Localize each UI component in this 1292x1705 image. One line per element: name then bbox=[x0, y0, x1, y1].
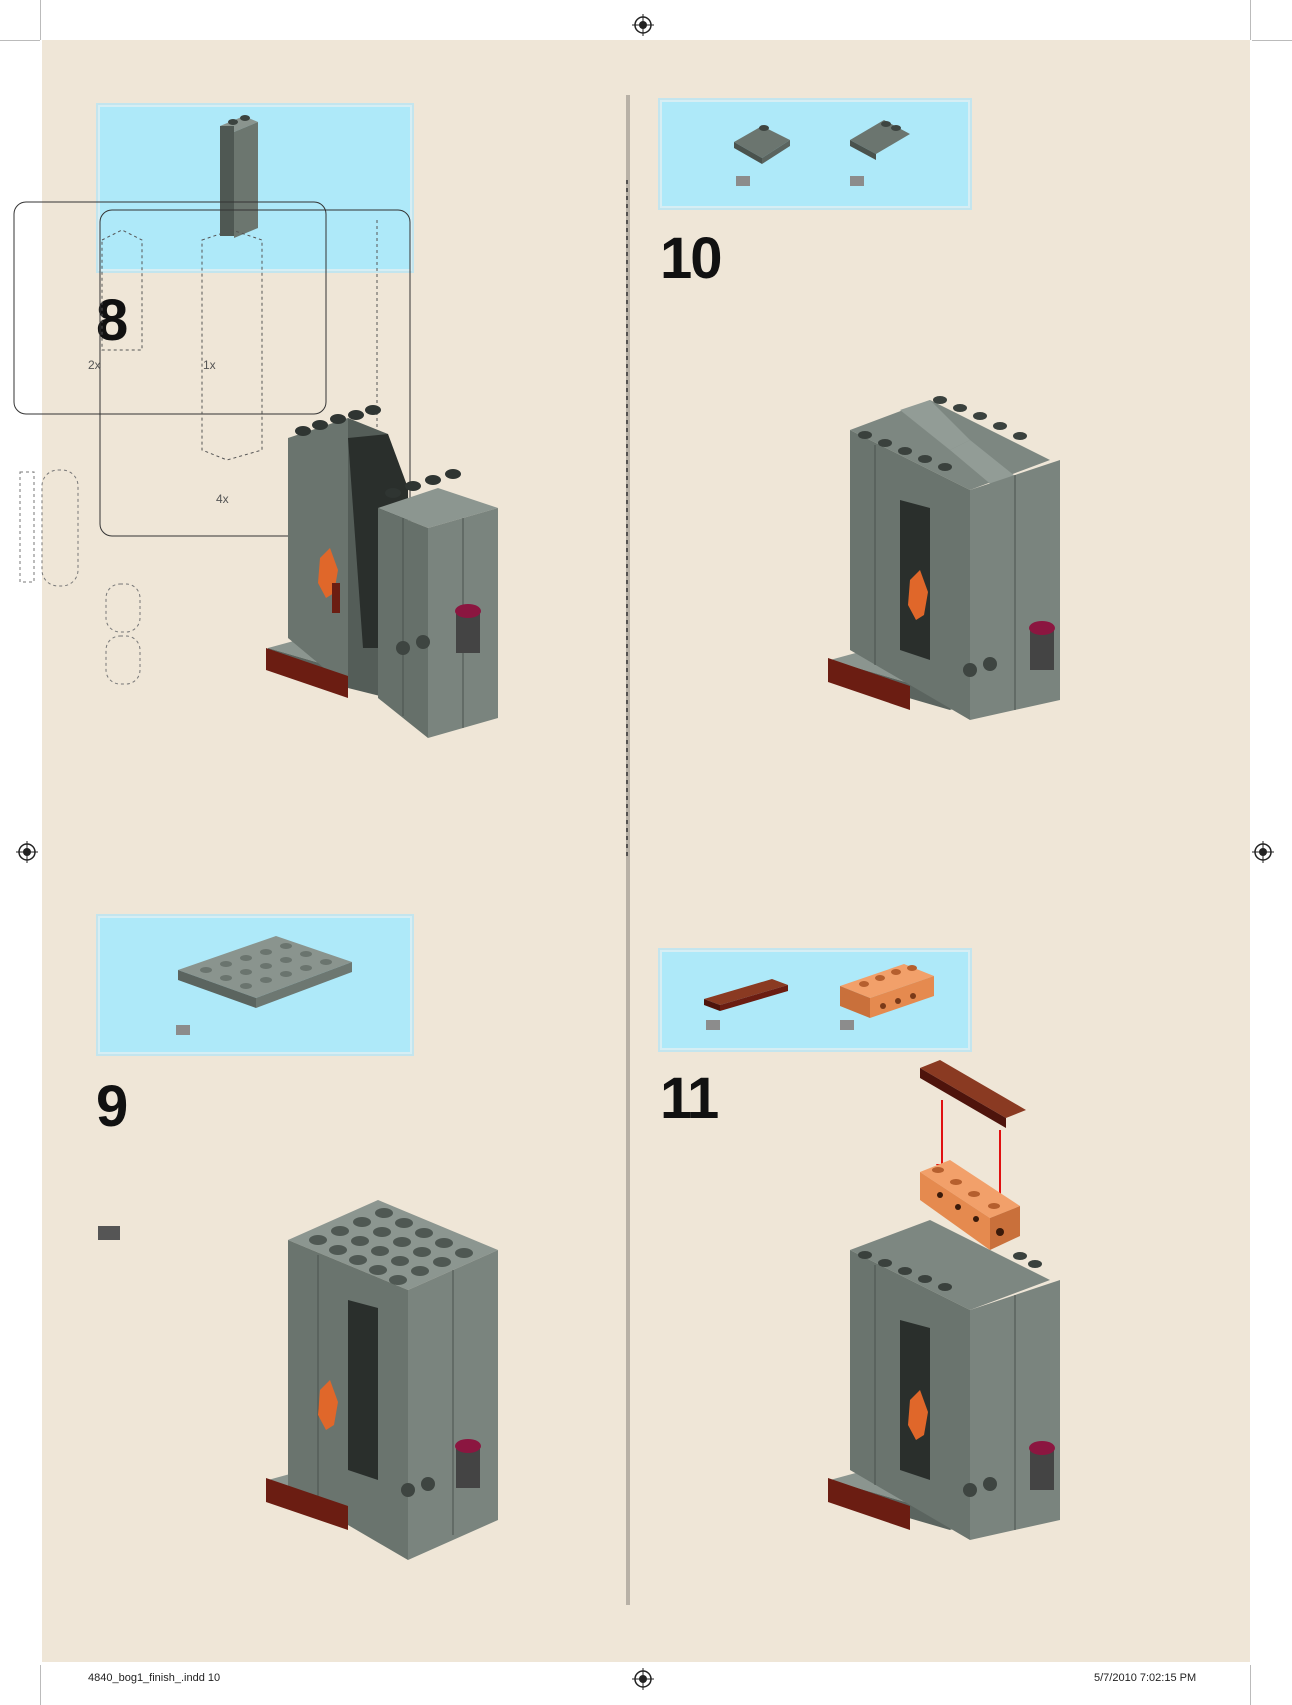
slope-brick-part-icon bbox=[848, 114, 918, 164]
quantity-label bbox=[850, 176, 864, 186]
crop-mark bbox=[1250, 1665, 1251, 1705]
page-number bbox=[98, 1226, 120, 1240]
ghost-step-number bbox=[104, 582, 144, 692]
model-step-9 bbox=[268, 1190, 528, 1610]
registration-mark-icon bbox=[16, 841, 38, 863]
quantity-label bbox=[840, 1020, 854, 1030]
quantity-label bbox=[706, 1020, 720, 1030]
model-step-8 bbox=[268, 398, 528, 788]
model-step-11 bbox=[830, 1060, 1090, 1610]
ghost-label: 4x bbox=[216, 492, 229, 506]
step-number: 9 bbox=[96, 1078, 126, 1136]
registration-mark-icon bbox=[632, 1668, 654, 1690]
crop-mark bbox=[40, 0, 41, 40]
quantity-label bbox=[176, 1025, 190, 1035]
fold-line bbox=[625, 180, 629, 860]
footer-filename: 4840_bog1_finish_.indd 10 bbox=[88, 1672, 220, 1684]
plate-part-icon bbox=[176, 930, 356, 1020]
step-number: 11 bbox=[660, 1070, 717, 1128]
registration-mark-icon bbox=[1252, 841, 1274, 863]
step-number: 10 bbox=[660, 230, 721, 288]
crop-mark bbox=[1252, 40, 1292, 41]
registration-mark-icon bbox=[632, 14, 654, 36]
model-step-10 bbox=[830, 380, 1090, 790]
technic-brick-part-icon bbox=[838, 960, 938, 1020]
parts-box-step-10 bbox=[660, 100, 970, 208]
crop-mark bbox=[0, 40, 40, 41]
tile-part-icon bbox=[702, 975, 792, 1015]
crop-mark bbox=[40, 1665, 41, 1705]
footer-timestamp: 5/7/2010 7:02:15 PM bbox=[1094, 1672, 1196, 1684]
quantity-label bbox=[736, 176, 750, 186]
ghost-label: 2x bbox=[88, 358, 101, 372]
slope-brick-part-icon bbox=[732, 118, 802, 168]
crop-mark bbox=[1250, 0, 1251, 40]
ghost-label: 1x bbox=[203, 358, 216, 372]
ghost-step-number bbox=[14, 462, 84, 692]
